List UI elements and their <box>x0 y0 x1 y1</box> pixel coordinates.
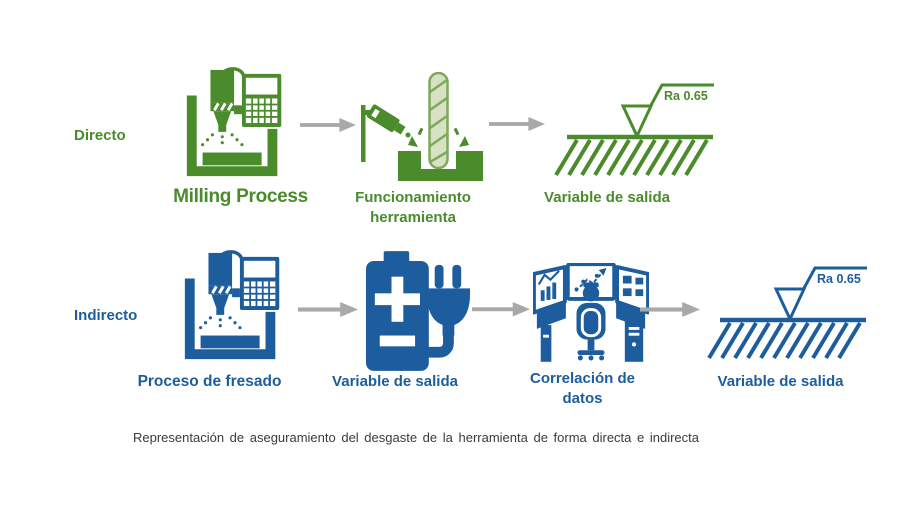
plug-icon <box>424 264 471 358</box>
workpiece-slot-icon <box>398 151 483 181</box>
arrow-right-icon <box>298 301 358 318</box>
caption-line2: datos <box>562 390 603 407</box>
arrow-right-icon <box>489 116 545 132</box>
surface-roughness-icon: Ra 0.65 <box>700 262 890 370</box>
operator-control-monitors-icon <box>533 263 649 362</box>
roughness-value-label: Ra 0.65 <box>664 89 708 103</box>
direct-row-label: Directo <box>74 127 126 144</box>
drill-spiral-lines <box>429 78 448 164</box>
indirect-row-label: Indirecto <box>74 307 138 324</box>
desk-left <box>536 302 566 329</box>
milling-machine-icon <box>177 66 299 184</box>
indirect-step4-caption: Variable de salida <box>717 373 844 390</box>
direct-step2-caption: Funcionamiento herramienta <box>338 188 488 228</box>
indirect-step2-caption: Variable de salida <box>332 373 458 390</box>
caption-line1: Correlación de <box>529 370 636 387</box>
figure-caption: Representación de aseguramiento del desg… <box>133 430 699 445</box>
camera-monitoring-drill-icon <box>361 72 483 181</box>
indirect-step1-caption: Proceso de fresado <box>137 373 282 390</box>
surface-roughness-icon: Ra 0.65 <box>547 79 737 187</box>
indirect-step3-caption: Correlación de datos <box>505 369 660 409</box>
roughness-value-label: Ra 0.65 <box>817 272 861 286</box>
sparks-icon <box>408 127 469 147</box>
arrow-right-icon <box>300 117 356 133</box>
direct-step1-caption: Milling Process <box>173 186 308 207</box>
caption-line1: Funcionamiento <box>355 189 471 206</box>
arrow-right-icon <box>640 301 700 318</box>
direct-step3-caption: Variable de salida <box>544 189 670 206</box>
security-camera-icon <box>361 104 411 162</box>
pc-tower-icon <box>624 319 644 362</box>
caption-line2: herramienta <box>370 209 456 226</box>
milling-machine-icon <box>175 249 297 367</box>
battery-icon <box>366 251 429 371</box>
operator-person-icon <box>576 282 606 361</box>
battery-plug-icon <box>366 251 471 371</box>
arrow-right-icon <box>472 301 530 318</box>
